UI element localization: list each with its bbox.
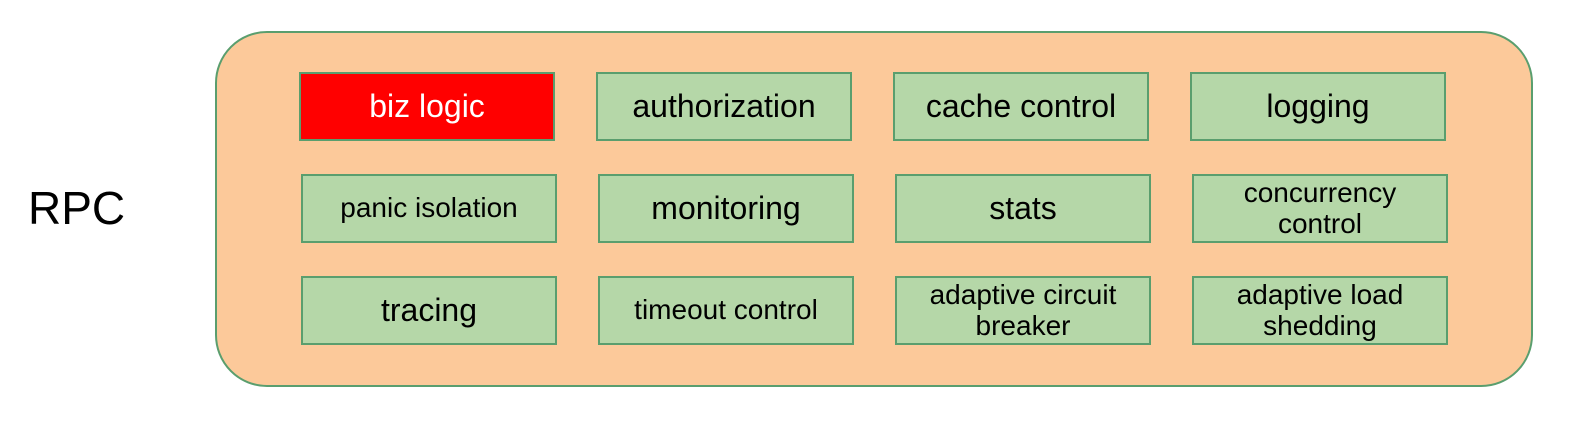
rpc-label: RPC	[28, 182, 126, 234]
box-panic-isolation: panic isolation	[301, 174, 557, 243]
box-adaptive-load-shedding: adaptive load shedding	[1192, 276, 1448, 345]
box-label: stats	[989, 190, 1057, 227]
box-timeout-control: timeout control	[598, 276, 854, 345]
box-label: adaptive circuit breaker	[929, 279, 1117, 341]
box-label: cache control	[925, 88, 1117, 125]
box-label: timeout control	[634, 294, 818, 326]
box-label: panic isolation	[340, 192, 518, 224]
box-logging: logging	[1190, 72, 1446, 141]
box-stats: stats	[895, 174, 1151, 243]
box-label: logging	[1266, 88, 1370, 125]
box-label: biz logic	[369, 88, 485, 125]
box-tracing: tracing	[301, 276, 557, 345]
box-cache-control: cache control	[893, 72, 1149, 141]
box-label: authorization	[632, 88, 816, 125]
box-label: monitoring	[651, 190, 801, 227]
box-label: concurrency control	[1243, 177, 1397, 239]
box-concurrency-control: concurrency control	[1192, 174, 1448, 243]
box-label: tracing	[380, 292, 478, 329]
box-authorization: authorization	[596, 72, 852, 141]
box-label: adaptive load shedding	[1236, 279, 1404, 341]
box-monitoring: monitoring	[598, 174, 854, 243]
box-adaptive-circuit-breaker: adaptive circuit breaker	[895, 276, 1151, 345]
middleware-container: biz logic authorization cache control lo…	[215, 31, 1533, 387]
box-biz-logic: biz logic	[299, 72, 555, 141]
